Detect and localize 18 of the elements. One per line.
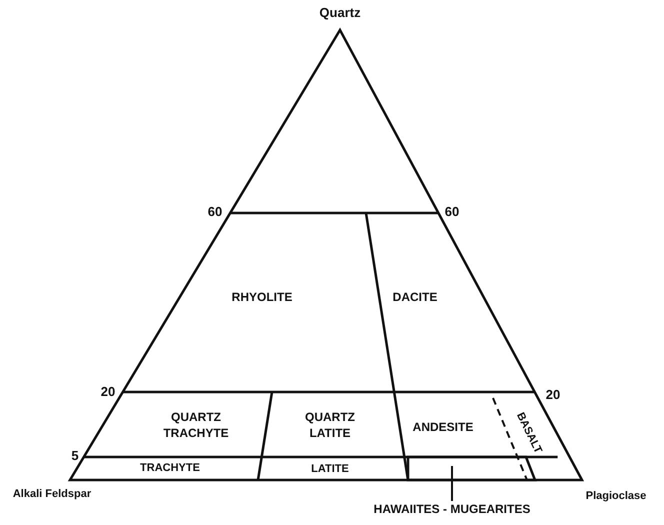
field-name-label: HAWAIITES - MUGEARITES: [374, 501, 530, 517]
field-name-label: QUARTZ LATITE: [304, 409, 356, 441]
axis-value: 60: [208, 204, 222, 220]
axis-value: 20: [546, 387, 560, 403]
vertex-label: Alkali Feldspar: [12, 487, 92, 502]
axis-value: 20: [100, 384, 116, 400]
axis-value: 5: [71, 448, 79, 464]
field-name-label: TRACHYTE: [140, 461, 200, 476]
axis-value: 60: [444, 204, 460, 220]
leader-line: [451, 466, 453, 501]
vertex-label: Plagioclase: [586, 489, 646, 504]
field-name-label: ANDESITE: [412, 419, 474, 435]
vertex-label: Quartz: [319, 5, 361, 21]
field-name-label: DACITE: [392, 289, 438, 305]
field-name-label: RHYOLITE: [232, 289, 292, 305]
field-name-label: LATITE: [311, 462, 349, 477]
field-name-label: QUARTZ TRACHYTE: [162, 409, 230, 441]
field-region: [406, 456, 537, 482]
